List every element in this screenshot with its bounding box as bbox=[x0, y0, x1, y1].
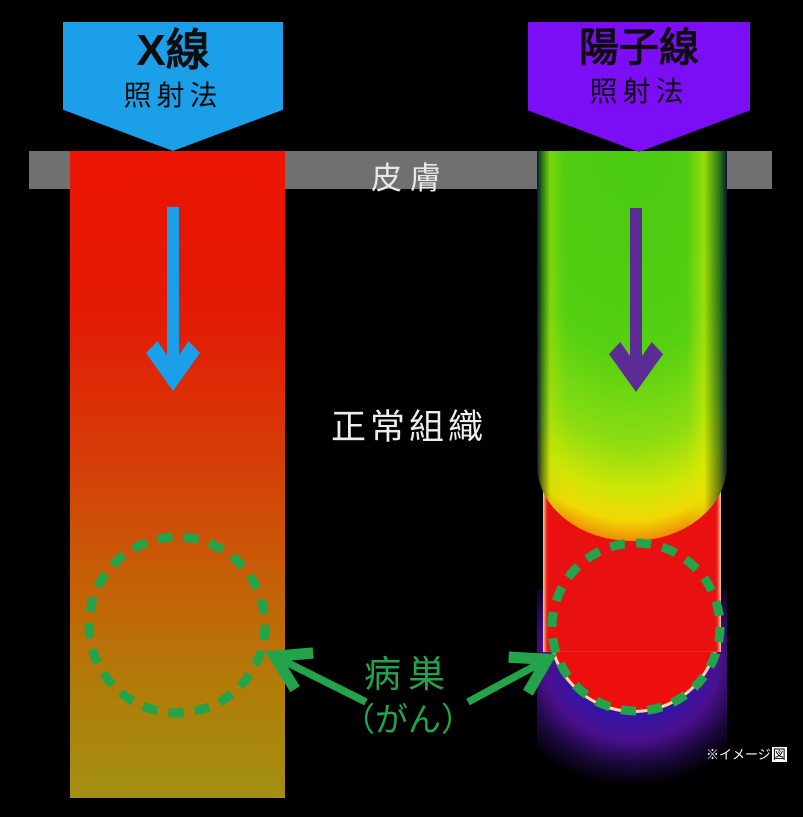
lesion-label-line1: 病巣 bbox=[364, 654, 452, 695]
note-chip: 図 bbox=[771, 747, 787, 762]
proton-beam-arrow-stem bbox=[630, 208, 642, 382]
proton-banner: 陽子線 照射法 bbox=[528, 22, 750, 152]
image-disclaimer-note: ※イメージ図 bbox=[706, 744, 787, 763]
proton-banner-subtitle: 照射法 bbox=[589, 75, 689, 107]
skin-label: 皮膚 bbox=[371, 161, 449, 196]
lesion-label-line2: （がん） bbox=[342, 700, 474, 738]
xray-beam-arrow-stem bbox=[167, 207, 179, 379]
normal-tissue-label: 正常組織 bbox=[331, 408, 488, 447]
note-text: ※イメージ bbox=[706, 747, 771, 762]
xray-banner-subtitle: 照射法 bbox=[123, 80, 223, 112]
lesion-label: 病巣 （がん） bbox=[323, 654, 493, 738]
proton-banner-title: 陽子線 bbox=[579, 26, 699, 70]
xray-banner-title: X線 bbox=[136, 26, 210, 75]
xray-banner: X線 照射法 bbox=[63, 22, 283, 151]
